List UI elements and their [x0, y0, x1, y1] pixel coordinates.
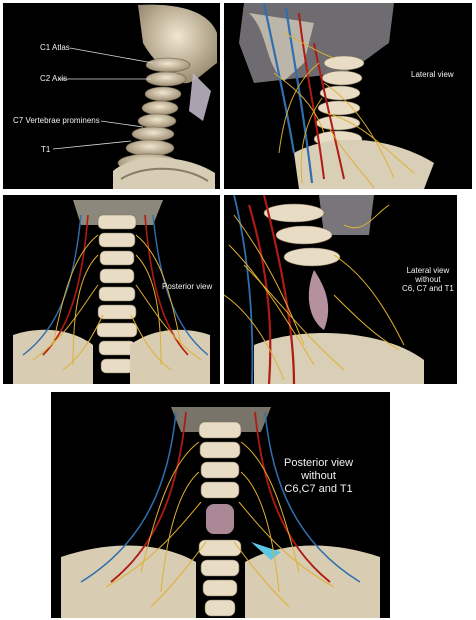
- panel-lateral-view-without-c6-c7-t1: Lateral view without C6, C7 and T1: [224, 195, 457, 384]
- panel-posterior-view-without-c6-c7-t1: Posterior view without C6,C7 and T1: [51, 392, 390, 618]
- lateral-view-illustration: [239, 3, 434, 189]
- posterior-without-illustration: [61, 407, 380, 618]
- label-c2-axis: C2 Axis: [40, 74, 68, 83]
- label-posterior-without-line1: Posterior view: [284, 457, 354, 469]
- panel-lateral-view: Lateral view: [224, 3, 472, 189]
- label-posterior-without-line3: C6,C7 and T1: [284, 483, 353, 496]
- posterior-view-illustration: [13, 200, 210, 384]
- panel-cervical-vertebrae-labels: C1 Atlas C2 Axis C7 Vertebrae prominens …: [3, 3, 220, 189]
- label-lateral-without: Lateral view without C6, C7 and T1: [402, 266, 454, 294]
- lateral-without-illustration: [224, 195, 424, 384]
- label-t1: T1: [41, 145, 51, 154]
- label-c7-vertebrae-prominens: C7 Vertebrae prominens: [13, 116, 100, 125]
- label-lateral-view: Lateral view: [411, 70, 454, 79]
- label-lateral-without-line2: without: [415, 275, 441, 285]
- label-lateral-without-line1: Lateral view: [406, 266, 450, 275]
- label-posterior-view: Posterior view: [162, 282, 213, 291]
- label-lateral-without-line3: C6, C7 and T1: [402, 284, 454, 294]
- panel-posterior-view: Posterior view: [3, 195, 220, 384]
- cervical-spine-illustration: [52, 4, 217, 189]
- label-posterior-without-line2: without: [301, 470, 336, 483]
- label-posterior-without: Posterior view without C6,C7 and T1: [284, 457, 353, 497]
- label-c1-atlas: C1 Atlas: [40, 43, 70, 52]
